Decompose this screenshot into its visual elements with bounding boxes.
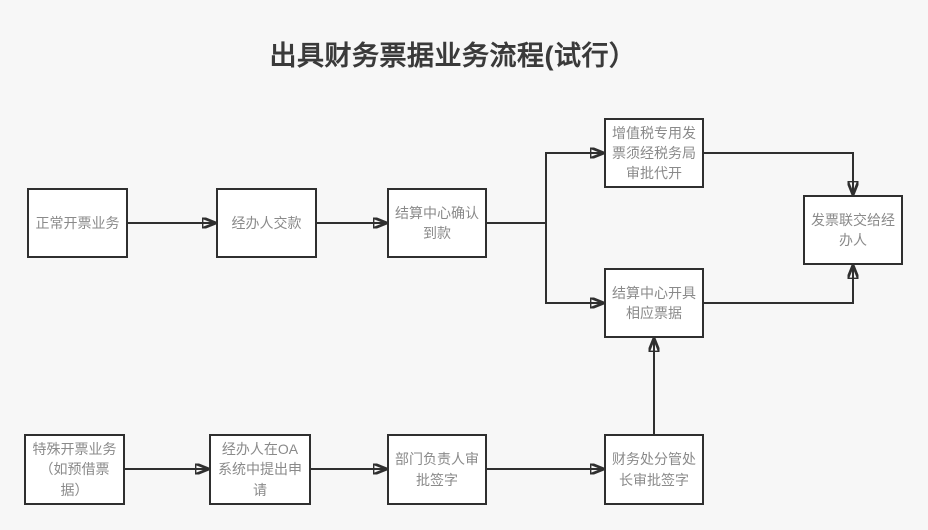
arrow-settle-confirm-to-vat [487, 153, 604, 224]
node-oa-system-application: 经办人在OA 系统中提出申 请 [209, 434, 311, 505]
arrow-settle-confirm-to-settle-issue [545, 223, 604, 303]
node-vat-tax-bureau-approval: 增值税专用发 票须经税务局 审批代开 [604, 118, 704, 188]
arrow-vat-to-invoice-deliver [704, 152, 853, 195]
node-settlement-issue-bill: 结算中心开具 相应票据 [604, 268, 704, 338]
node-normal-invoicing: 正常开票业务 [27, 188, 128, 258]
node-department-head-sign: 部门负责人审 批签字 [387, 434, 487, 505]
node-finance-director-sign: 财务处分管处 长审批签字 [604, 434, 704, 505]
node-invoice-copy-to-handler: 发票联交给经 办人 [803, 195, 903, 265]
arrow-settle-issue-to-invoice-deliver [704, 265, 853, 304]
node-special-invoicing: 特殊开票业务 （如预借票 据） [24, 434, 125, 505]
node-settlement-confirm: 结算中心确认 到款 [387, 188, 487, 258]
node-handler-payment: 经办人交款 [216, 188, 317, 258]
diagram-title: 出具财务票据业务流程(试行） [269, 41, 637, 71]
